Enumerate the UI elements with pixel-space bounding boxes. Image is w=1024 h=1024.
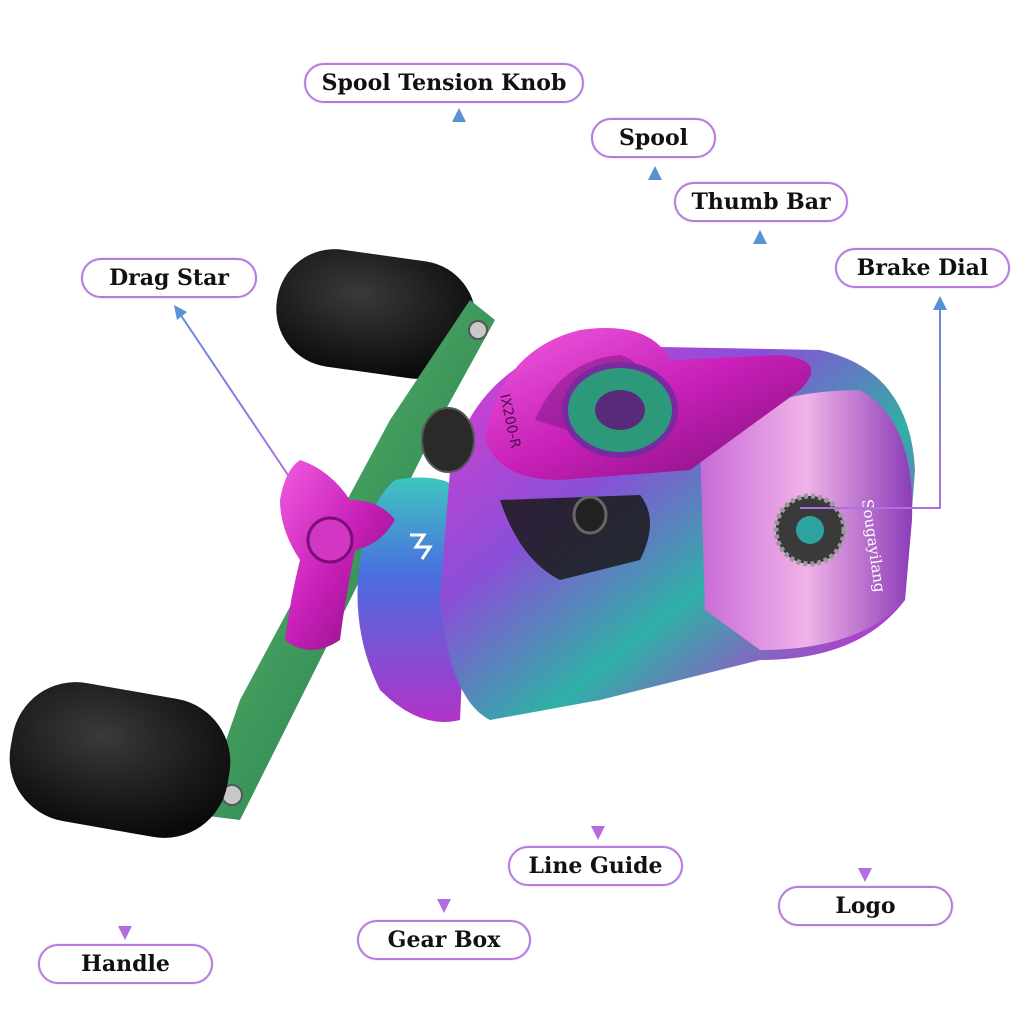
label-handle: Handle xyxy=(38,944,213,984)
upper-handle-knob xyxy=(276,249,476,379)
label-spool: Spool xyxy=(591,118,716,158)
label-spool-tension-knob: Spool Tension Knob xyxy=(304,63,584,103)
label-brake-dial: Brake Dial xyxy=(835,248,1010,288)
label-gear-box: Gear Box xyxy=(357,920,531,960)
arrow-heads xyxy=(118,108,947,940)
label-drag-star: Drag Star xyxy=(81,258,257,298)
line-guide-illustration xyxy=(572,495,608,535)
tension-knob-illustration xyxy=(421,407,475,473)
gear-side-plate xyxy=(357,477,470,722)
label-line-guide: Line Guide xyxy=(508,846,683,886)
reel-illustration: IX200-R Sougayilang xyxy=(9,249,915,838)
label-logo: Logo xyxy=(778,886,953,926)
lower-handle-knob xyxy=(9,682,231,838)
arrow-brake-dial xyxy=(800,298,941,509)
arrow-drag-star xyxy=(175,307,291,479)
label-thumb-bar: Thumb Bar xyxy=(674,182,848,222)
callout-arrows xyxy=(124,110,941,935)
